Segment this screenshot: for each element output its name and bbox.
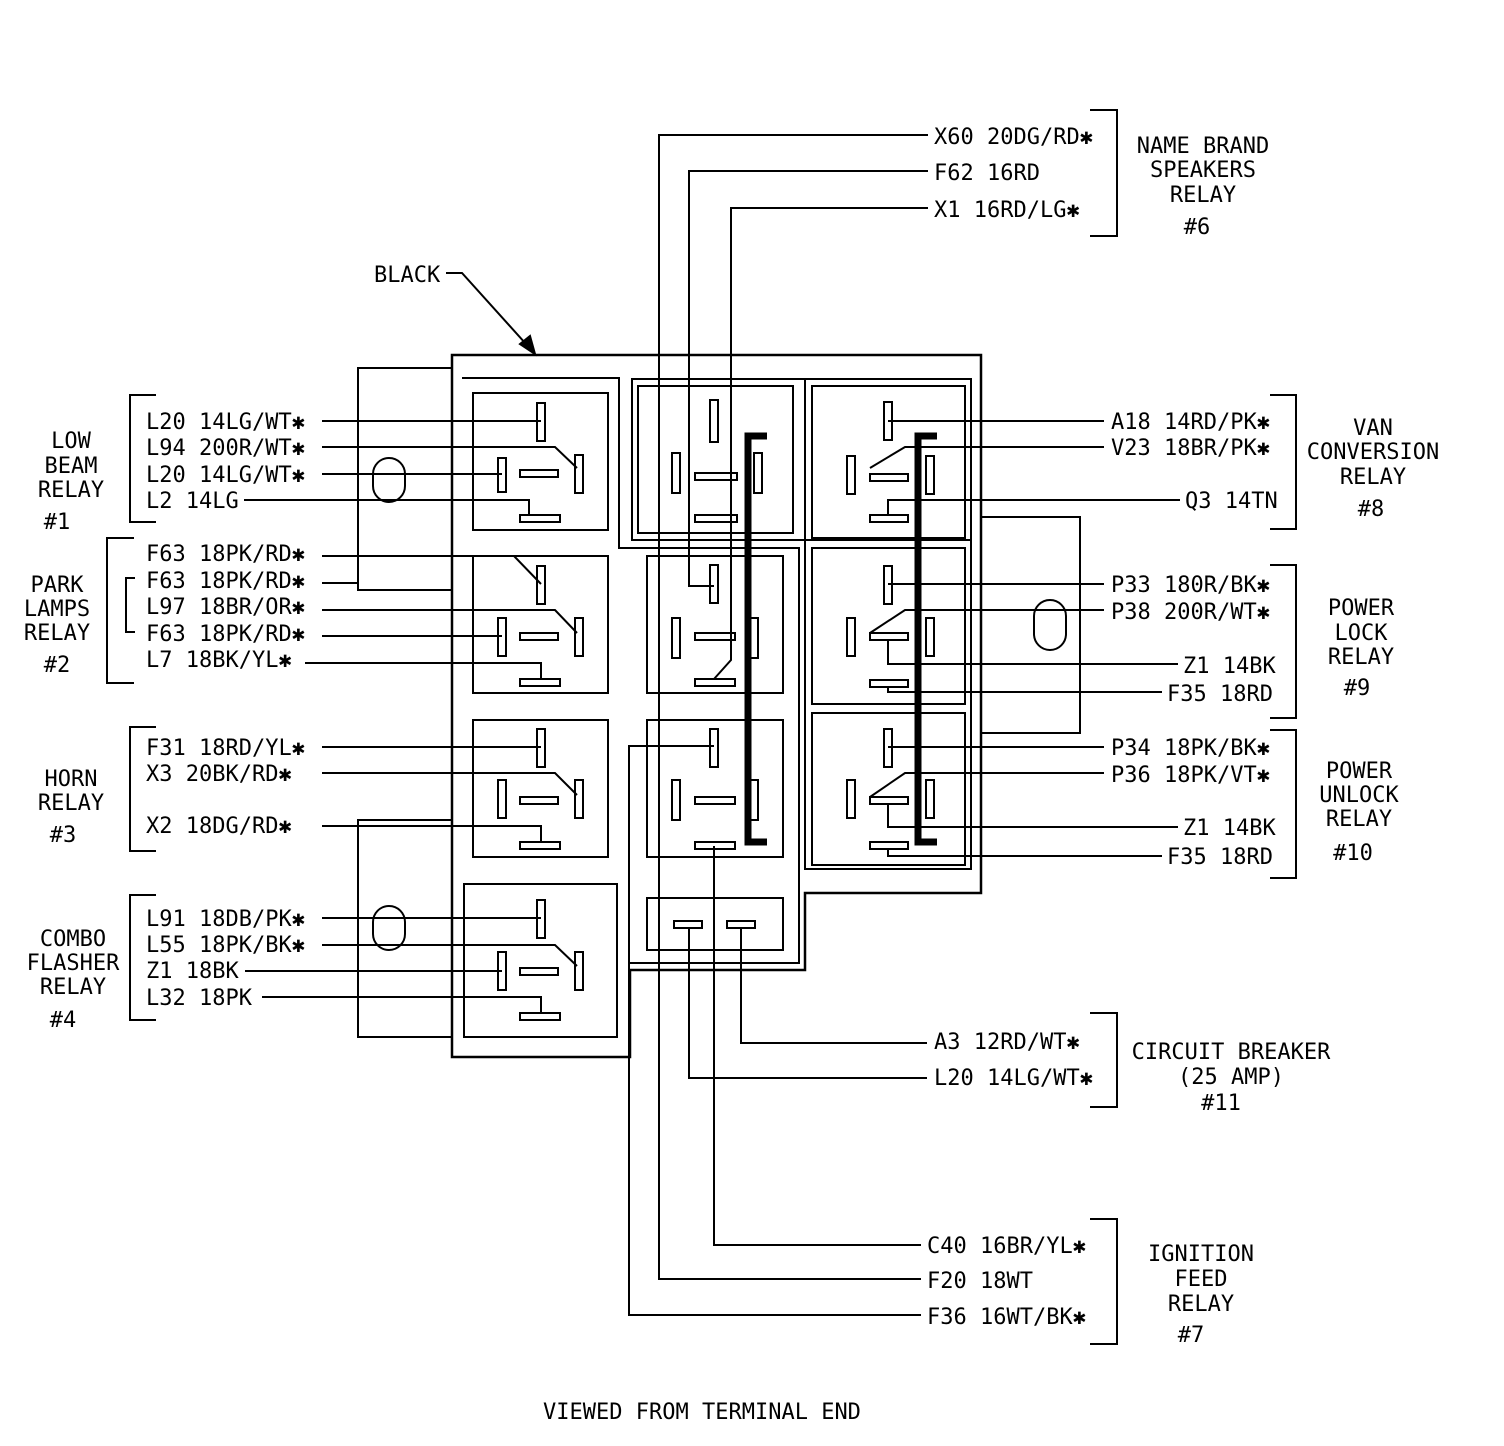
relay-10-name-line-1: POWER: [1326, 759, 1393, 784]
breaker-wire-1: A3 12RD/WT✱: [934, 1030, 1080, 1055]
relay-2-name-line-1: PARK: [31, 573, 85, 598]
relay-9-wire-4: F35 18RD: [1167, 682, 1273, 707]
relay-2-wire-2: F63 18PK/RD✱: [146, 569, 305, 594]
relay-7-wire-2: F20 18WT: [927, 1269, 1033, 1294]
relay-4-name-line-1: COMBO: [40, 927, 106, 952]
relay-4-wire-2: L55 18PK/BK✱: [146, 933, 305, 958]
relay-2-wire-1: F63 18PK/RD✱: [146, 542, 305, 567]
relay-8-name-line-1: VAN: [1353, 416, 1393, 441]
relay-4-wire-1: L91 18DB/PK✱: [146, 907, 305, 932]
relay-10-wire-3: Z1 14BK: [1183, 816, 1276, 841]
relay-group-3: HORN RELAY #3 F31 18RD/YL✱ X3 20BK/RD✱ X…: [38, 726, 578, 852]
relay-2-name-line-3: RELAY: [24, 621, 90, 646]
bus-bar-left: [744, 432, 767, 846]
relay-group-6: NAME BRAND SPEAKERS RELAY #6 X60 20DG/RD…: [658, 109, 1269, 962]
relay-3-name-line-2: RELAY: [38, 791, 104, 816]
relay-group-10: POWER UNLOCK RELAY #10 P34 18PK/BK✱ P36 …: [869, 729, 1399, 879]
relay-3-wire-1: F31 18RD/YL✱: [146, 736, 305, 761]
relay-group-9: POWER LOCK RELAY #9 P33 180R/BK✱ P38 200…: [869, 564, 1395, 719]
relay-3-name-line-1: HORN: [45, 767, 98, 792]
view-label: VIEWED FROM TERMINAL END: [543, 1400, 861, 1425]
relay-group-2: PARK LAMPS RELAY #2 F63 18PK/RD✱ F63 18P…: [24, 537, 578, 684]
relay-1-wire-4: L2 14LG: [146, 489, 239, 514]
relay-2-wire-3: L97 18BR/OR✱: [146, 595, 305, 620]
breaker-name-line-1: CIRCUIT BREAKER: [1132, 1040, 1331, 1065]
relay-8-number: #8: [1358, 497, 1385, 522]
relay-10-wire-1: P34 18PK/BK✱: [1111, 736, 1270, 761]
breaker-wire-2: L20 14LG/WT✱: [934, 1066, 1093, 1091]
relay-4-wire-4: L32 18PK: [146, 986, 253, 1011]
relay-8-wire-3: Q3 14TN: [1185, 489, 1278, 514]
relay-9-name-line-2: LOCK: [1335, 621, 1389, 646]
relay-7-name-line-1: IGNITION: [1148, 1242, 1254, 1267]
cavity-relay-9: [811, 547, 966, 705]
relay-1-wire-3: L20 14LG/WT✱: [146, 463, 305, 488]
relay-9-name-line-3: RELAY: [1328, 645, 1394, 670]
relay-2-wire-5: L7 18BK/YL✱: [146, 648, 292, 673]
relay-7-name-line-2: FEED: [1175, 1267, 1228, 1292]
relay-4-name-line-2: FLASHER: [27, 951, 120, 976]
relay-7-name-line-3: RELAY: [1168, 1292, 1234, 1317]
connector-color-label: BLACK: [374, 263, 441, 288]
relay-2-wire-4: F63 18PK/RD✱: [146, 622, 305, 647]
relay-1-wire-1: L20 14LG/WT✱: [146, 410, 305, 435]
relay-6-name-line-1: NAME BRAND: [1137, 134, 1269, 159]
relay-1-number: #1: [44, 510, 71, 535]
relay-group-7: IGNITION FEED RELAY #7 C40 16BR/YL✱ F20 …: [628, 745, 1254, 1348]
relay-1-wire-2: L94 200R/WT✱: [146, 436, 305, 461]
relay-9-wire-1: P33 180R/BK✱: [1111, 573, 1270, 598]
relay-7-number: #7: [1178, 1323, 1205, 1348]
relay-group-1: LOW BEAM RELAY #1 L20 14LG/WT✱ L94 200R/…: [38, 394, 578, 535]
relay-6-number: #6: [1184, 215, 1211, 240]
relay-4-number: #4: [50, 1008, 77, 1033]
relay-6-wire-2: F62 16RD: [934, 161, 1040, 186]
relay-8-wire-1: A18 14RD/PK✱: [1111, 410, 1270, 435]
relay-group-4: COMBO FLASHER RELAY #4 L91 18DB/PK✱ L55 …: [27, 894, 578, 1033]
relay-9-name-line-1: POWER: [1328, 596, 1395, 621]
cavity-relay-unlabeled: [646, 719, 784, 858]
breaker-name-line-2: (25 AMP): [1178, 1065, 1284, 1090]
relay-9-number: #9: [1344, 676, 1371, 701]
relay-1-name-line-3: RELAY: [38, 478, 104, 503]
relay-10-name-line-3: RELAY: [1326, 807, 1392, 832]
relay-10-name-line-2: UNLOCK: [1319, 783, 1399, 808]
relay-2-number: #2: [44, 653, 71, 678]
connector-housing: [357, 353, 1081, 1059]
relay-8-name-line-2: CONVERSION: [1307, 440, 1439, 465]
relay-10-number: #10: [1333, 841, 1373, 866]
relay-6-wire-3: X1 16RD/LG✱: [934, 198, 1080, 223]
relay-10-wire-4: F35 18RD: [1167, 845, 1273, 870]
relay-6-name-line-3: RELAY: [1170, 183, 1236, 208]
cavity-relay-2: [472, 555, 609, 694]
bus-bar-right: [914, 432, 937, 846]
cavity-relay-4: [463, 883, 618, 1038]
breaker-number: #11: [1201, 1091, 1241, 1116]
relay-3-number: #3: [50, 823, 77, 848]
relay-4-wire-3: Z1 18BK: [146, 959, 239, 984]
relay-3-wire-2: X3 20BK/RD✱: [146, 762, 292, 787]
relay-group-11: CIRCUIT BREAKER (25 AMP) #11 A3 12RD/WT✱…: [688, 928, 1331, 1116]
relay-9-wire-3: Z1 14BK: [1183, 654, 1276, 679]
relay-2-name-line-2: LAMPS: [24, 597, 90, 622]
relay-6-name-line-2: SPEAKERS: [1150, 158, 1256, 183]
relay-4-name-line-3: RELAY: [40, 975, 106, 1000]
relay-9-wire-2: P38 200R/WT✱: [1111, 600, 1270, 625]
cavity-relay-10: [811, 712, 966, 866]
relay-8-name-line-3: RELAY: [1340, 465, 1406, 490]
cavity-relay-1: [472, 392, 609, 531]
relay-1-name-line-1: LOW: [51, 429, 91, 454]
relay-6-wire-1: X60 20DG/RD✱: [934, 125, 1093, 150]
relay-10-wire-2: P36 18PK/VT✱: [1111, 763, 1270, 788]
relay-7-wire-1: C40 16BR/YL✱: [927, 1234, 1086, 1259]
relay-7-wire-3: F36 16WT/BK✱: [927, 1305, 1086, 1330]
relay-8-wire-2: V23 18BR/PK✱: [1111, 436, 1270, 461]
relay-1-name-line-2: BEAM: [45, 454, 98, 479]
connector-color-callout: BLACK: [374, 263, 537, 357]
relay-group-8: VAN CONVERSION RELAY #8 A18 14RD/PK✱ V23…: [869, 394, 1439, 530]
cavity-relay-7: [646, 555, 784, 694]
relay-3-wire-3: X2 18DG/RD✱: [146, 814, 292, 839]
cavity-relay-6: [637, 385, 794, 534]
